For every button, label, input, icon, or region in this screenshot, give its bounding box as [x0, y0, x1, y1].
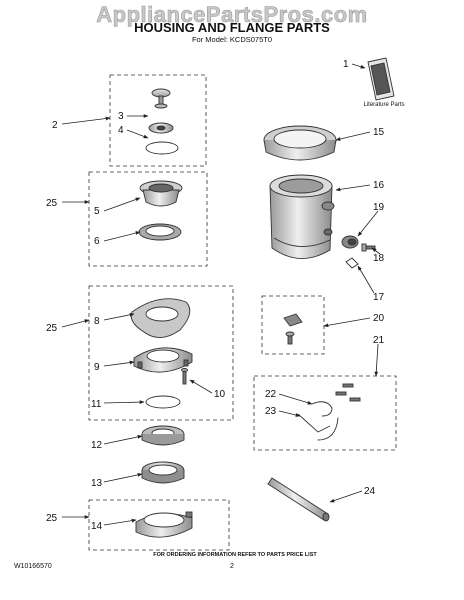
watermark-text: AppliancePartsPros.com	[96, 2, 367, 27]
dishwasher-inlet	[341, 235, 359, 249]
doc-number: W10166570	[14, 563, 52, 570]
mount-kit-20	[283, 313, 303, 345]
callout-25-middle: 25	[46, 323, 58, 334]
group-box-sink-flange	[88, 171, 208, 267]
wrench-23	[297, 413, 331, 433]
callout-21: 21	[373, 335, 385, 346]
callout-23: 23	[265, 406, 277, 417]
sink-flange	[139, 180, 183, 207]
gasket-ring-4	[145, 141, 179, 155]
splash-guard	[148, 122, 174, 134]
clip-17	[345, 257, 359, 269]
ordering-note: FOR ORDERING INFORMATION REFER TO PARTS …	[153, 552, 317, 558]
callout-4: 4	[118, 125, 124, 136]
callout-18: 18	[373, 253, 385, 264]
literature-label: Literature Parts	[363, 102, 404, 108]
callout-20: 20	[373, 313, 385, 324]
model-line: For Model: KCDS075T0	[192, 35, 272, 44]
callout-3: 3	[118, 111, 124, 122]
callout-6: 6	[94, 236, 100, 247]
callout-labels: 1 2 3 4 5 6 8 9 10 11 12 13 14 15 16 17 …	[46, 59, 385, 532]
callout-19: 19	[373, 202, 385, 213]
callout-16: 16	[373, 180, 385, 191]
fiber-gasket	[138, 223, 182, 241]
mounting-screw	[181, 368, 188, 385]
callout-22: 22	[265, 389, 277, 400]
callout-25-bottom: 25	[46, 513, 58, 524]
callout-2: 2	[52, 120, 58, 131]
disposer-housing	[269, 174, 335, 259]
group-box-mounting	[88, 285, 234, 421]
elbow-tube	[317, 417, 339, 441]
page-title: HOUSING AND FLANGE PARTS	[134, 20, 330, 35]
callout-9: 9	[94, 362, 100, 373]
callout-1: 1	[343, 59, 349, 70]
callout-11: 11	[91, 399, 102, 410]
callout-14: 14	[91, 521, 103, 532]
callout-15: 15	[373, 127, 385, 138]
snap-ring	[145, 395, 181, 409]
callout-13: 13	[91, 478, 103, 489]
leader-lines	[61, 63, 381, 526]
callout-5: 5	[94, 206, 100, 217]
callout-12: 12	[91, 440, 103, 451]
group-box-top	[109, 74, 207, 167]
mounting-ring-14	[135, 511, 193, 538]
literature-booklet	[367, 57, 395, 101]
mounting-ring-13	[141, 461, 185, 484]
callout-25-top: 25	[46, 198, 58, 209]
housing-top-collar	[263, 125, 337, 161]
discharge-tube	[267, 477, 330, 522]
screw-18	[361, 243, 376, 252]
stopper	[151, 88, 171, 109]
backup-flange	[133, 347, 193, 373]
ring-22	[311, 401, 333, 417]
screws-21	[335, 383, 361, 402]
callout-8: 8	[94, 316, 100, 327]
group-box-mount-ring	[88, 499, 230, 551]
callout-10: 10	[214, 389, 226, 400]
callout-17: 17	[373, 292, 385, 303]
page-number: 2	[230, 563, 234, 570]
mounting-ring-12	[141, 425, 185, 446]
cushion	[130, 298, 191, 338]
group-box-21	[253, 375, 397, 451]
callout-24: 24	[364, 486, 376, 497]
